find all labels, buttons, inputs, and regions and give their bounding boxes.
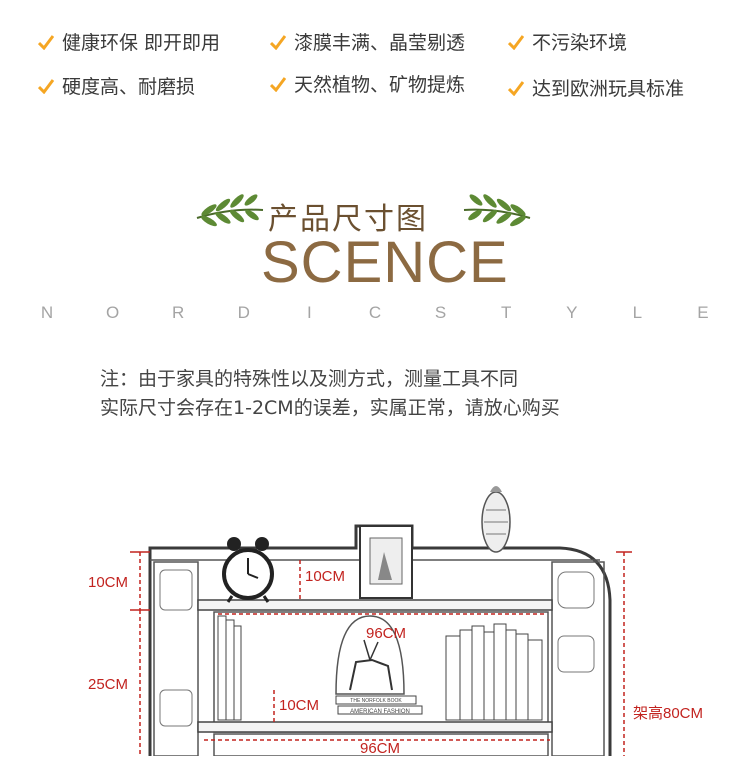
photo-frame-icon bbox=[359, 525, 413, 599]
note-line-2: 实际尺寸会存在1-2CM的误差，实属正常，请放心购买 bbox=[100, 397, 560, 419]
section-title: 产品尺寸图 bbox=[268, 202, 428, 237]
subtitle-letter: C bbox=[368, 303, 382, 322]
dimension-lines bbox=[130, 551, 632, 756]
subtitle-letter: D bbox=[237, 303, 250, 322]
section-title-en: SCENCE bbox=[261, 230, 509, 295]
subtitle-letter: E bbox=[697, 303, 709, 322]
leaf-branch-icon bbox=[196, 194, 264, 227]
dimension-label: 架高80CM bbox=[633, 705, 704, 722]
dimension-label: 10CM bbox=[305, 568, 346, 585]
check-icon bbox=[508, 34, 524, 50]
subtitle-letter: R bbox=[172, 303, 185, 322]
check-icon bbox=[508, 80, 524, 96]
dimension-label: 10CM bbox=[88, 574, 129, 591]
leaf-branch-icon bbox=[463, 194, 531, 227]
feature-item: 漆膜丰满、晶莹剔透 bbox=[270, 28, 465, 55]
feature-item: 硬度高、耐磨损 bbox=[38, 72, 195, 99]
subtitle-letter: O bbox=[105, 303, 120, 322]
feature-label: 天然植物、矿物提炼 bbox=[294, 74, 466, 96]
dimension-label: 96CM bbox=[360, 740, 401, 757]
dimension-label: 10CM bbox=[279, 697, 320, 714]
feature-label: 健康环保 即开即用 bbox=[62, 32, 221, 54]
cactus-decoration-icon bbox=[481, 486, 511, 553]
feature-item: 天然植物、矿物提炼 bbox=[270, 70, 465, 97]
check-icon bbox=[38, 34, 54, 50]
feature-item: 健康环保 即开即用 bbox=[38, 28, 220, 55]
subtitle-letters: N O R D I C S T Y L E bbox=[0, 303, 750, 323]
check-icon bbox=[270, 34, 286, 50]
clock-icon bbox=[222, 537, 274, 603]
subtitle-letter: I bbox=[307, 303, 312, 322]
subtitle-letter: S bbox=[434, 303, 447, 322]
dimension-label: 25CM bbox=[88, 676, 129, 693]
books-right bbox=[445, 623, 543, 721]
subtitle-letter: T bbox=[500, 303, 512, 322]
check-icon bbox=[270, 76, 286, 92]
subtitle-letter: L bbox=[632, 303, 643, 322]
books-left bbox=[217, 615, 242, 721]
feature-label: 不污染环境 bbox=[532, 32, 628, 54]
deer-figurine-icon bbox=[335, 615, 405, 695]
feature-label: 硬度高、耐磨损 bbox=[62, 76, 196, 98]
feature-item: 达到欧洲玩具标准 bbox=[508, 74, 684, 101]
book-spine-text: THE NORFOLK BOOK bbox=[350, 698, 402, 704]
subtitle-letter: N bbox=[40, 303, 54, 322]
feature-label: 漆膜丰满、晶莹剔透 bbox=[294, 32, 466, 54]
feature-label: 达到欧洲玩具标准 bbox=[532, 78, 685, 100]
shelf-illustration: THE NORFOLK BOOK AMERICAN FASHION bbox=[130, 486, 632, 756]
book-spine-text: AMERICAN FASHION bbox=[350, 709, 410, 715]
feature-item: 不污染环境 bbox=[508, 28, 627, 55]
note-line-1: 注：由于家具的特殊性以及测方式，测量工具不同 bbox=[100, 368, 519, 390]
dimension-label: 96CM bbox=[366, 625, 407, 642]
subtitle-letter: Y bbox=[566, 303, 578, 322]
check-icon bbox=[38, 78, 54, 94]
